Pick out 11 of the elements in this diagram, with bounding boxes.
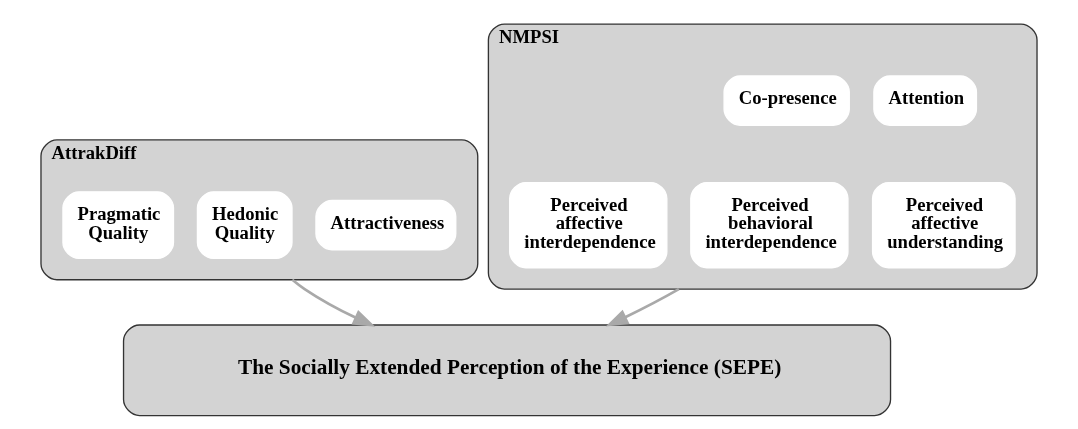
arrow (605, 287, 680, 327)
arrow (291, 278, 376, 327)
node-box: Attractiveness (315, 199, 457, 251)
node-box: Pragmatic Quality (62, 191, 175, 260)
node-box: Perceived affective interdependence (509, 181, 668, 269)
node-box: The Socially Extended Perception of the Experience (SEPE) (122, 324, 892, 417)
node-box: Perceived affective understanding (871, 181, 1016, 269)
node-box: Co-presence (723, 75, 850, 126)
node-box: Attention (873, 75, 978, 126)
node-box: Hedonic Quality (196, 191, 293, 260)
node-box: Perceived behavioral interdependence (690, 181, 849, 269)
